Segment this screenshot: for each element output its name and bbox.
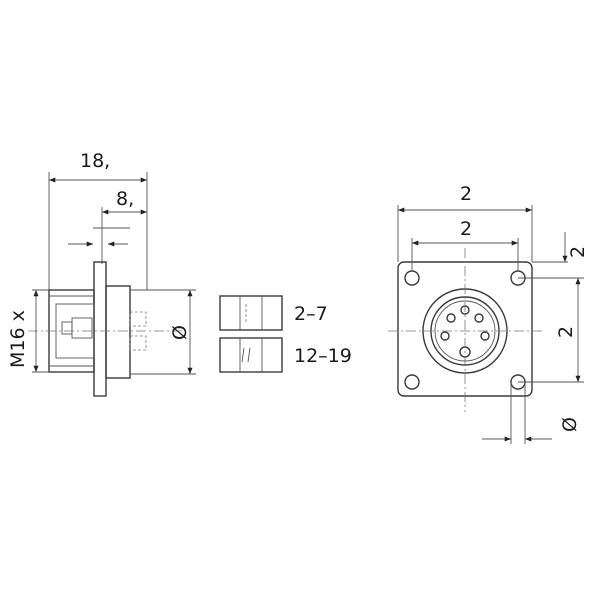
contact-pin-4: [440, 331, 450, 341]
flange-plate: [93, 261, 107, 397]
mounting-hole-top-left: [404, 270, 420, 286]
dimension-flange-width-label: 2: [460, 183, 472, 205]
hidden-pin-upper: [129, 311, 147, 327]
hole-diameter-symbol: Ø: [559, 417, 581, 432]
contact-pin-5: [480, 331, 490, 341]
dimension-flange-label: 8,: [116, 188, 134, 210]
front-view: 2 2 2 2 Ø: [388, 183, 589, 444]
range-label-long: 12–19: [294, 345, 352, 367]
dimension-overall-label: 18,: [80, 150, 110, 172]
diameter-symbol-side: Ø: [169, 325, 191, 340]
dimension-hole-spacing-vertical-label: 2: [555, 326, 577, 338]
dimension-hole-spacing-horizontal-label: 2: [460, 218, 472, 240]
hidden-pin-lower: [129, 335, 147, 351]
cable-icon-long: [219, 337, 283, 373]
thread-label: M16 x: [7, 310, 29, 368]
side-view: 18, 8, Ø M16 x: [7, 150, 196, 397]
contact-insert-rear: [71, 317, 93, 339]
contact-pin-2: [474, 313, 484, 323]
cable-icon-long-mark-2: [247, 347, 251, 363]
mounting-hole-bottom-left: [404, 374, 420, 390]
contact-pin-rear: [61, 321, 73, 335]
dimension-height-outer-label: 2: [567, 246, 589, 258]
contact-pin-1: [446, 313, 456, 323]
range-label-short: 2–7: [294, 303, 328, 325]
cable-icon-short: [219, 295, 283, 331]
cable-range-legend: 2–7 12–19: [219, 295, 352, 373]
cable-icon-long-mark-1: [241, 347, 245, 363]
front-body: [105, 285, 131, 379]
